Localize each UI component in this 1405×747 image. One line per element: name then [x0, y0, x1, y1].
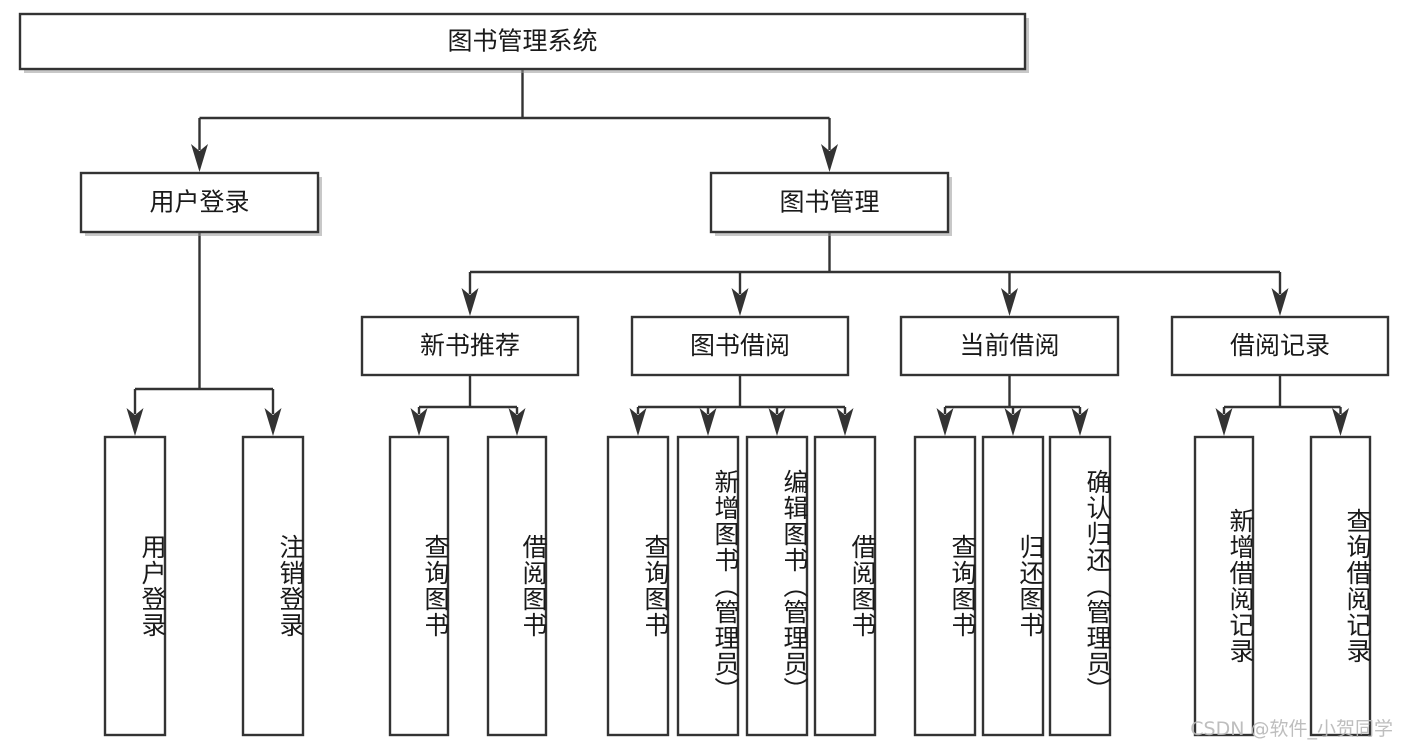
arrow-head-icon — [936, 408, 954, 436]
arrow-head-icon — [1001, 288, 1018, 316]
node-box-leaf-rec-add-record[interactable] — [1193, 435, 1255, 737]
node-label-book-manage: 图书管理 — [779, 188, 879, 217]
arrow-head-icon — [1215, 408, 1233, 436]
node-box-new-book-rec[interactable] — [360, 315, 580, 377]
node-box-current-borrow[interactable] — [899, 315, 1120, 377]
node-box-leaf-br-add-book[interactable] — [676, 435, 740, 737]
node-box-leaf-user-login[interactable] — [103, 435, 167, 737]
node-label-user-login: 用户登录 — [149, 188, 249, 217]
arrow-head-icon — [731, 288, 749, 316]
node-box-leaf-br-query-book[interactable] — [606, 435, 670, 737]
node-box-leaf-br-edit-book[interactable] — [745, 435, 809, 737]
node-label-new-book-rec: 新书推荐 — [420, 331, 520, 360]
arrow-head-icon — [1332, 408, 1349, 436]
arrow-head-icon — [768, 408, 786, 436]
node-box-book-borrow[interactable] — [630, 315, 850, 377]
node-box-leaf-logout[interactable] — [241, 435, 305, 737]
node-label-borrow-record: 借阅记录 — [1230, 331, 1330, 360]
node-box-leaf-rec-borrow-book[interactable] — [486, 435, 548, 737]
arrow-head-icon — [1071, 408, 1089, 436]
node-box-borrow-record[interactable] — [1170, 315, 1390, 377]
arrow-head-icon — [629, 408, 647, 436]
nodes-layer — [18, 12, 1390, 737]
node-box-leaf-rec-query-book[interactable] — [388, 435, 450, 737]
node-box-leaf-rec-query-record[interactable] — [1309, 435, 1372, 737]
node-box-leaf-cb-query-book[interactable] — [913, 435, 977, 737]
edges-layer — [126, 69, 1349, 436]
arrow-head-icon — [461, 288, 479, 316]
node-box-root[interactable] — [18, 12, 1027, 71]
arrow-head-icon — [1004, 408, 1022, 436]
node-box-leaf-cb-confirm-return[interactable] — [1048, 435, 1112, 737]
arrow-head-icon — [821, 144, 838, 172]
node-box-book-manage[interactable] — [709, 171, 950, 234]
arrow-head-icon — [699, 408, 717, 436]
node-label-current-borrow: 当前借阅 — [959, 331, 1059, 360]
node-box-user-login[interactable] — [79, 171, 320, 234]
arrow-head-icon — [264, 408, 282, 436]
arrow-head-icon — [508, 408, 526, 436]
arrow-head-icon — [836, 408, 854, 436]
node-label-book-borrow: 图书借阅 — [690, 331, 790, 360]
arrow-head-icon — [1271, 288, 1289, 316]
arrow-head-icon — [410, 408, 428, 436]
watermark-text: CSDN @软件_小贺同学 — [1190, 718, 1393, 740]
node-box-leaf-br-borrow-book[interactable] — [813, 435, 877, 737]
node-box-leaf-cb-return-book[interactable] — [981, 435, 1045, 737]
arrow-head-icon — [126, 408, 144, 436]
node-label-root: 图书管理系统 — [447, 27, 597, 56]
arrow-head-icon — [191, 144, 208, 172]
